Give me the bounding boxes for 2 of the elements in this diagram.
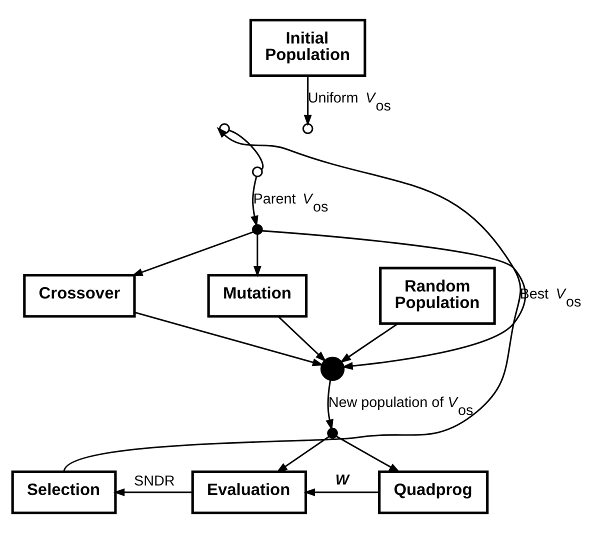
edge-label: SNDR bbox=[134, 473, 175, 490]
edge-label: W bbox=[335, 472, 349, 488]
